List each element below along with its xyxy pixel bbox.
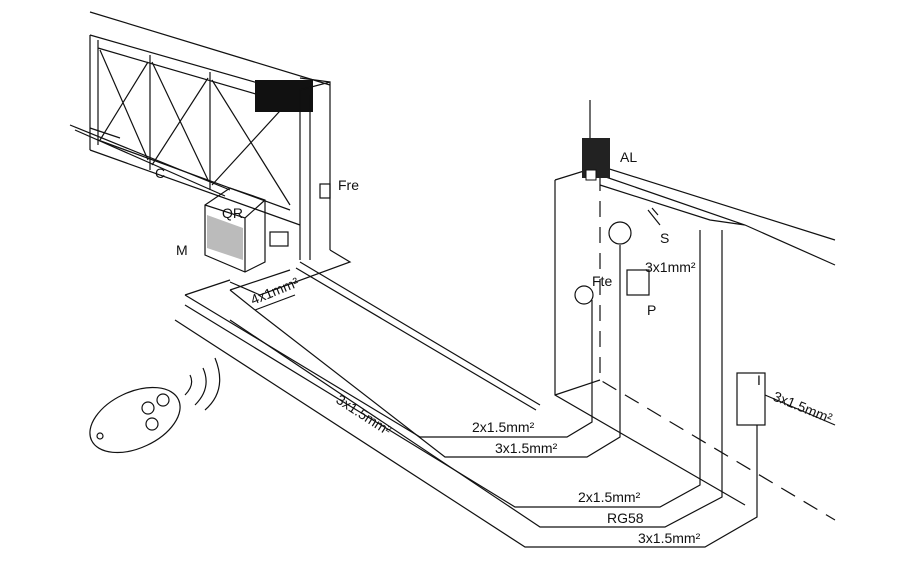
remote-control-icon	[89, 357, 221, 454]
label-al: AL	[620, 149, 637, 165]
gate-stop-block	[255, 80, 313, 112]
label-i: I	[757, 372, 761, 388]
cable-al-line	[184, 230, 701, 508]
label-switch-cable: 3x1.5mm²	[771, 388, 835, 426]
keypad-icon	[626, 269, 650, 296]
photocell-cable	[184, 269, 296, 311]
photocell-icon	[269, 231, 289, 247]
hidden-edges	[599, 175, 836, 521]
label-cable-al: 2x1.5mm²	[578, 489, 641, 505]
label-cable-fte: 2x1.5mm²	[472, 419, 535, 435]
label-fre: Fre	[338, 177, 359, 193]
key-icon	[647, 207, 661, 226]
cable-fte-line	[184, 294, 593, 438]
label-cable-antenna: RG58	[607, 510, 644, 526]
switch-box-icon	[736, 372, 766, 426]
label-cable-s: 3x1.5mm²	[495, 440, 558, 456]
sliding-gate	[69, 11, 331, 260]
label-fte: Fte	[592, 273, 612, 289]
cable-antenna-line	[229, 230, 723, 528]
switch-cable-line	[764, 394, 836, 426]
antenna-light-icon	[582, 100, 610, 181]
label-main-cable: 3x1.5mm²	[333, 391, 394, 438]
pillar-wall	[554, 165, 836, 506]
label-m: M	[176, 242, 188, 258]
cable-i-line	[174, 319, 758, 548]
photocell-transmitter-icon	[574, 285, 594, 305]
label-c: C	[155, 165, 165, 181]
post-base	[229, 249, 352, 296]
label-s: S	[660, 230, 669, 246]
ground-rail	[295, 261, 541, 411]
cable-s-line	[254, 245, 621, 458]
photocell-receiver-icon	[319, 183, 331, 199]
label-p: P	[647, 302, 656, 318]
key-selector-icon	[608, 221, 632, 245]
label-keypad-cable: 3x1mm²	[645, 259, 696, 275]
label-qr: QR	[222, 205, 243, 221]
motor-unit	[204, 187, 289, 273]
label-cable-i: 3x1.5mm²	[638, 530, 701, 546]
